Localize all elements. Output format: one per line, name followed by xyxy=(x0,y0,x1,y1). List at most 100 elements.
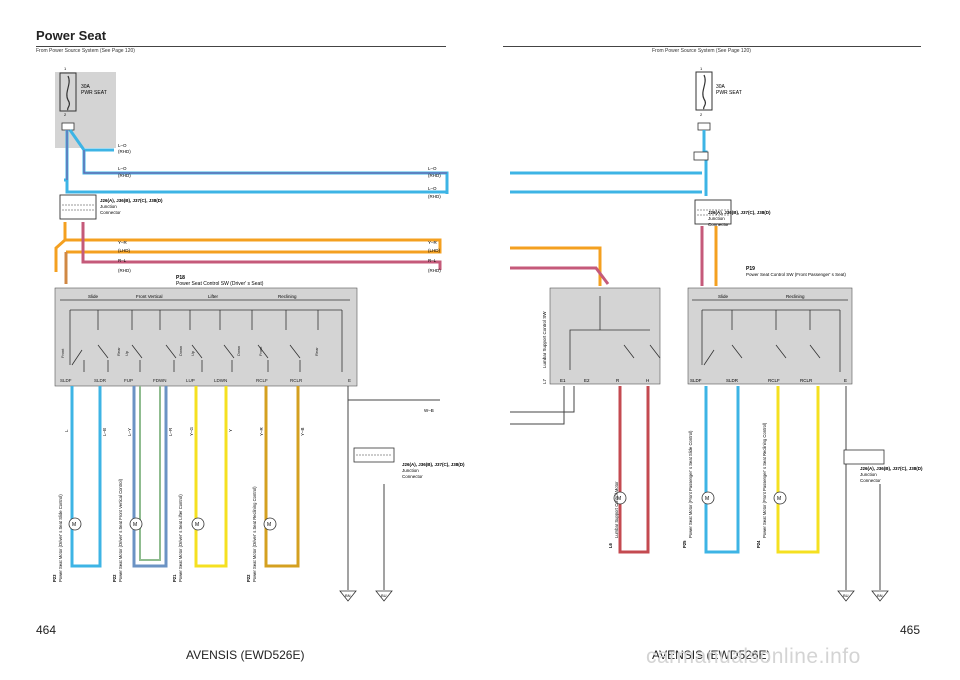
wire-label-rhd-2: (RHD) xyxy=(118,173,131,178)
right-lumbar-code: L7 xyxy=(542,378,547,384)
wire-label-rl-1: R–L xyxy=(118,258,127,263)
right-motor-slide: M xyxy=(701,491,715,505)
left-motor-3-name: Power Seat Motor (Driver' s Seat Lifter … xyxy=(178,494,183,582)
left-power-wires xyxy=(64,129,449,194)
left-slide-motor-wire xyxy=(70,386,102,568)
left-motor-front-vertical: M xyxy=(129,517,143,531)
left-fuse xyxy=(59,72,77,112)
right-fuse-pin1: 1 xyxy=(700,66,703,71)
right-fuse-name: PWR SEAT xyxy=(716,90,742,96)
right-lumbar-motor-code: L6 xyxy=(608,542,613,548)
right-rl-wire xyxy=(510,266,610,285)
right-terminal-rclr: RCLR xyxy=(800,378,813,383)
footer-doc-right: AVENSIS (EWD526E) xyxy=(652,648,771,662)
motor-icon-1: M xyxy=(72,522,76,528)
left-switch-name: Power Seat Control SW (Driver' s Seat) xyxy=(176,281,264,287)
right-junction-ids: J26(A), J36(B), J37(C), J38(D) xyxy=(708,210,771,215)
left-ground-bn: BN xyxy=(339,590,357,602)
left-fuse-rating: 30A xyxy=(81,84,91,90)
left-terminal-lup: LUP xyxy=(186,378,195,383)
left-power-seat-switch xyxy=(54,287,358,387)
wire-label-lo-1: L–O xyxy=(118,143,127,148)
left-switch-section-front-vertical: Front Vertical xyxy=(136,294,163,299)
left-fuse-box xyxy=(55,72,116,148)
left-wire-color-y: Y xyxy=(228,429,233,432)
right-motor-2-code: P24 xyxy=(756,540,761,548)
left-motor-4-name: Power Seat Motor (Driver' s Seat Reclini… xyxy=(252,486,257,582)
left-motor-lifter: M xyxy=(191,517,205,531)
left-motor-slide: M xyxy=(68,517,82,531)
left-switch-section-slide: Slide xyxy=(88,294,99,299)
left-source-note: From Power Source System (See Page 120) xyxy=(36,48,135,54)
left-ground-bu: BU xyxy=(375,590,393,602)
page-number-right: 465 xyxy=(900,623,921,637)
left-contact-front-2: Front xyxy=(258,346,263,356)
wire-label-rhd-6: (RHD) xyxy=(428,268,441,273)
right-junction-lower-name2: Connector xyxy=(860,478,881,483)
wire-label-lo-4: L–O xyxy=(428,186,437,191)
right-lumbar-terminal-e2: E2 xyxy=(584,378,590,383)
right-ground-bu-label: BU xyxy=(843,593,849,598)
right-terminal-e: E xyxy=(844,378,847,383)
left-wire-color-ly: L–Y xyxy=(127,428,132,436)
left-terminal-rclr: RCLR xyxy=(290,378,303,383)
left-terminal-fdwn: FDWN xyxy=(153,378,167,383)
wire-label-lhd-1: (LHD) xyxy=(118,248,131,253)
left-wire-color-lr: L–R xyxy=(168,427,173,436)
motor-icon-7: M xyxy=(777,496,781,502)
right-lumbar-name: Lumbar Support Control SW xyxy=(542,311,547,368)
left-wiring-diagram: 30A PWR SEAT 1 2 L–O (RHD) L–O (RHD) L–O… xyxy=(52,66,465,602)
left-wire-color-yb: Y–B xyxy=(300,427,305,436)
left-motor-4-code: P22 xyxy=(246,574,251,582)
left-junction-lower-ids: J26(A), J36(B), J37(C), J38(D) xyxy=(402,462,465,467)
left-motor-2-name: Power Seat Motor (Driver' s Seat Front V… xyxy=(118,478,123,582)
left-rl-wire xyxy=(81,222,442,270)
left-switch-contacts xyxy=(69,309,343,372)
right-reclining-motor-wire xyxy=(776,386,820,554)
left-junction-name: Junction xyxy=(100,204,117,209)
left-fuse-pin1: 1 xyxy=(64,66,67,71)
right-motor-1-name: Power Seat Motor (Front Passenger' s Sea… xyxy=(688,430,693,538)
left-contact-rear: Rear xyxy=(116,347,121,356)
right-lumbar-terminal-e1: E1 xyxy=(560,378,566,383)
right-switch-section-reclining: Reclining xyxy=(786,294,805,299)
left-contact-down-2: Down xyxy=(236,346,241,356)
right-switch-name: Power Seat Control SW (Front Passenger' … xyxy=(746,272,846,277)
wire-label-lo-2: L–O xyxy=(118,166,127,171)
left-switch-section-lifter: Lifter xyxy=(208,294,219,299)
right-lumbar-motor: M xyxy=(613,491,627,505)
motor-icon-6: M xyxy=(705,496,709,502)
left-front-vertical-motor-wire xyxy=(132,386,168,568)
left-motor-1-name: Power Seat Motor (Driver' s Seat Slide C… xyxy=(58,494,63,582)
left-contact-rear-2: Rear xyxy=(314,347,319,356)
wire-label-lhd-2: (LHD) xyxy=(428,248,441,253)
motor-icon-5: M xyxy=(617,496,621,502)
wire-label-rhd-1: (RHD) xyxy=(118,149,131,154)
right-lumbar-terminal-h: H xyxy=(646,378,649,383)
ground-icon xyxy=(871,590,889,602)
page-title: Power Seat xyxy=(36,28,107,43)
right-terminal-sldr: SLDR xyxy=(726,378,739,383)
left-yr-wire xyxy=(54,222,442,272)
left-terminal-ldwn: LDWN xyxy=(214,378,227,383)
left-motor-2-code: P22 xyxy=(112,574,117,582)
wire-label-yr-1: Y–R xyxy=(118,240,128,245)
footer-doc-left: AVENSIS (EWD526E) xyxy=(186,648,305,662)
left-wire-color-yg: Y–G xyxy=(189,426,194,436)
right-junction-lower-ids: J26(A), J36(B), J37(C), J38(D) xyxy=(860,466,923,471)
wire-label-rhd-3: (RHD) xyxy=(428,173,441,178)
right-switch-section-slide: Slide xyxy=(718,294,729,299)
page-number-left: 464 xyxy=(36,623,57,637)
left-motor-reclining: M xyxy=(263,517,277,531)
left-terminal-fup: FUP xyxy=(124,378,133,383)
right-source-note: From Power Source System (See Page 120) xyxy=(652,48,751,54)
right-ground-bn-label: BN xyxy=(877,593,883,598)
left-contact-down-1: Down xyxy=(178,346,183,356)
left-reclining-motor-wire xyxy=(264,386,300,568)
left-wire-color-lb: L–B xyxy=(102,428,107,436)
left-contact-up-2: Up xyxy=(190,350,195,356)
motor-icon-4: M xyxy=(267,522,271,528)
motor-icon-3: M xyxy=(195,522,199,528)
left-terminal-rclf: RCLF xyxy=(256,378,268,383)
left-fuse-element-icon xyxy=(66,75,71,111)
